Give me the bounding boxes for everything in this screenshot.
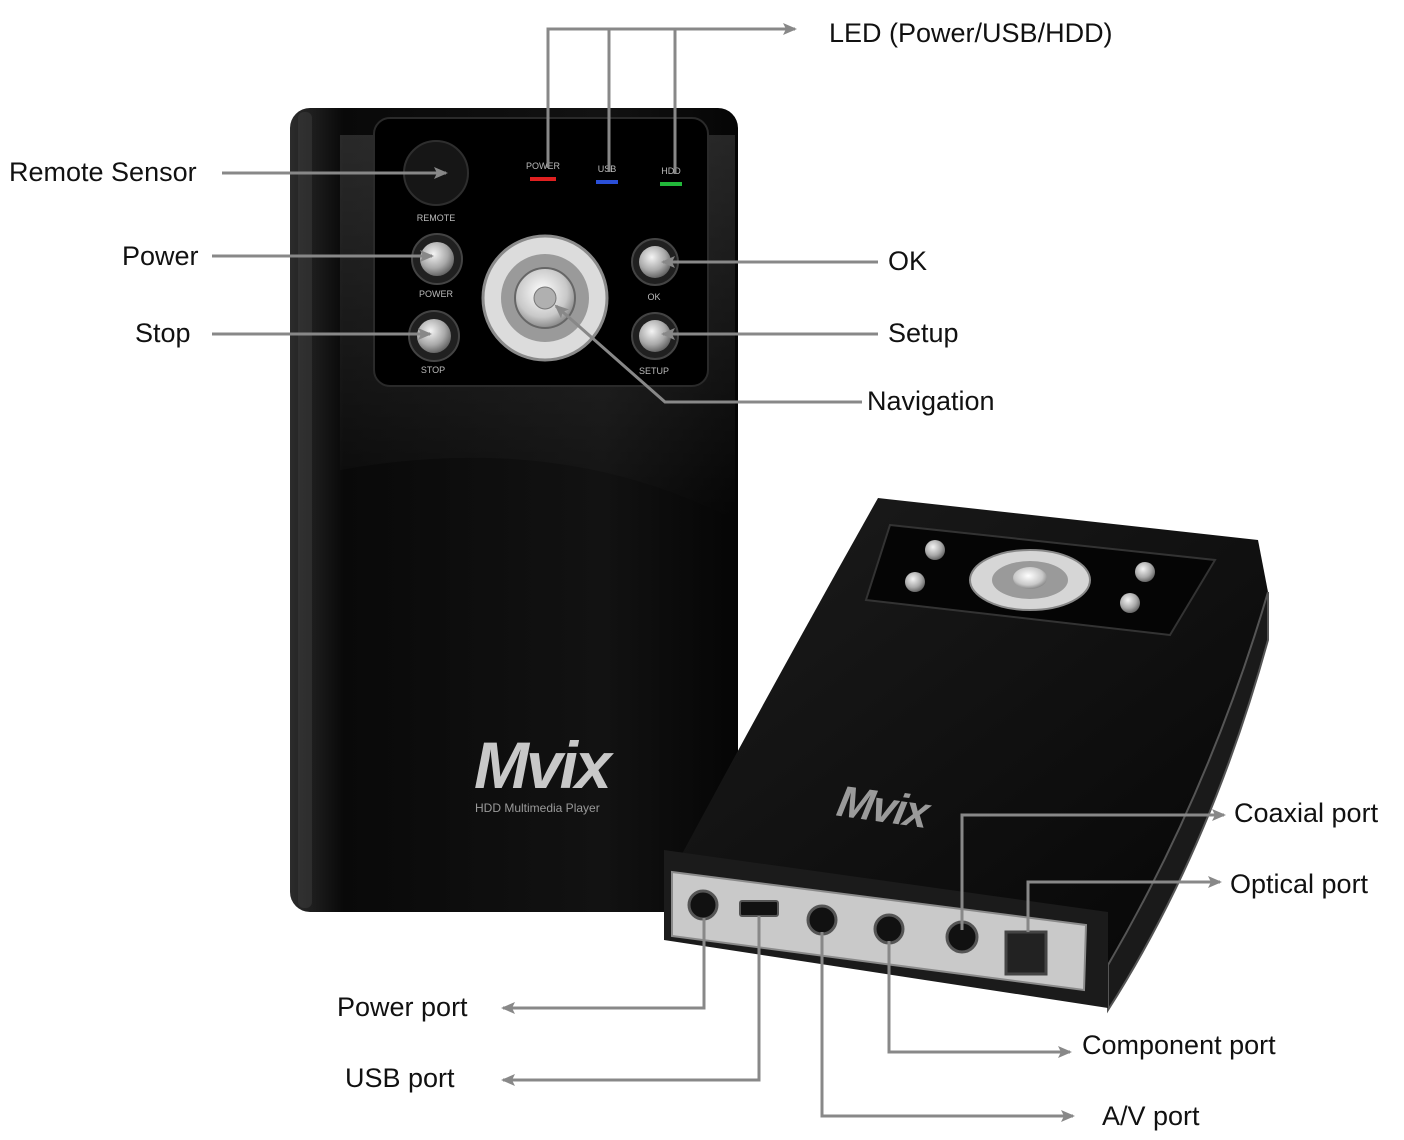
lying-power-button: [925, 540, 945, 560]
leader-power-port: [501, 918, 706, 1014]
led-label-hdd: HDD: [661, 166, 681, 176]
upright-device-edge: [298, 112, 312, 908]
callout-coaxial-port: Coaxial port: [1234, 798, 1379, 828]
upright-device: REMOTE POWER USB HDD POWER STOP OK SETUP…: [290, 108, 738, 912]
setup-button[interactable]: [639, 320, 671, 352]
lying-stop-button: [905, 572, 925, 592]
lying-ok-button: [1135, 562, 1155, 582]
navigation-center-cap: [533, 286, 557, 310]
callout-navigation: Navigation: [867, 386, 995, 416]
leader-av-port: [820, 932, 1075, 1122]
led-label-usb: USB: [598, 164, 617, 174]
leader-navigation: [554, 304, 862, 404]
leader-component-port: [887, 941, 1072, 1058]
callout-usb-port: USB port: [345, 1063, 455, 1093]
panel-label-stop: STOP: [421, 365, 445, 375]
callout-setup: Setup: [888, 318, 959, 348]
leader-led: [546, 23, 797, 168]
stop-button[interactable]: [417, 319, 451, 353]
callout-ok: OK: [888, 246, 928, 276]
callout-remote-sensor: Remote Sensor: [9, 157, 197, 187]
panel-label-setup: SETUP: [639, 366, 669, 376]
callout-component-port: Component port: [1082, 1030, 1276, 1060]
lying-device: Mvix: [664, 498, 1269, 1014]
callout-stop: Stop: [135, 318, 191, 348]
callout-power-port: Power port: [337, 992, 468, 1022]
callout-av-port: A/V port: [1102, 1101, 1200, 1131]
leader-optical-port: [1026, 876, 1222, 932]
usb-port-socket: [739, 900, 779, 917]
component-port-jack: [873, 913, 905, 945]
panel-label-power: POWER: [419, 289, 454, 299]
callout-optical-port: Optical port: [1230, 869, 1369, 899]
panel-label-remote: REMOTE: [417, 213, 456, 223]
led-usb-indicator: [596, 180, 618, 184]
av-port-jack: [806, 904, 838, 936]
led-label-power: POWER: [526, 161, 561, 171]
mvix-tagline: HDD Multimedia Player: [475, 801, 600, 815]
callout-led: LED (Power/USB/HDD): [829, 18, 1113, 48]
mvix-logo: Mvix: [474, 728, 614, 802]
led-hdd-indicator: [660, 182, 682, 186]
callout-power: Power: [122, 241, 199, 271]
leader-coaxial-port: [960, 809, 1226, 930]
leader-lines: [212, 23, 1226, 1122]
optical-port-socket: [1004, 930, 1048, 976]
power-button[interactable]: [420, 242, 454, 276]
panel-label-ok: OK: [647, 292, 660, 302]
power-port-jack: [687, 889, 719, 921]
leader-usb-port: [501, 916, 761, 1086]
led-power-indicator: [530, 177, 556, 181]
lying-navigation-center: [1013, 567, 1047, 589]
lying-device-side: [1107, 591, 1269, 1014]
ok-button[interactable]: [639, 246, 671, 278]
lying-setup-button: [1120, 593, 1140, 613]
